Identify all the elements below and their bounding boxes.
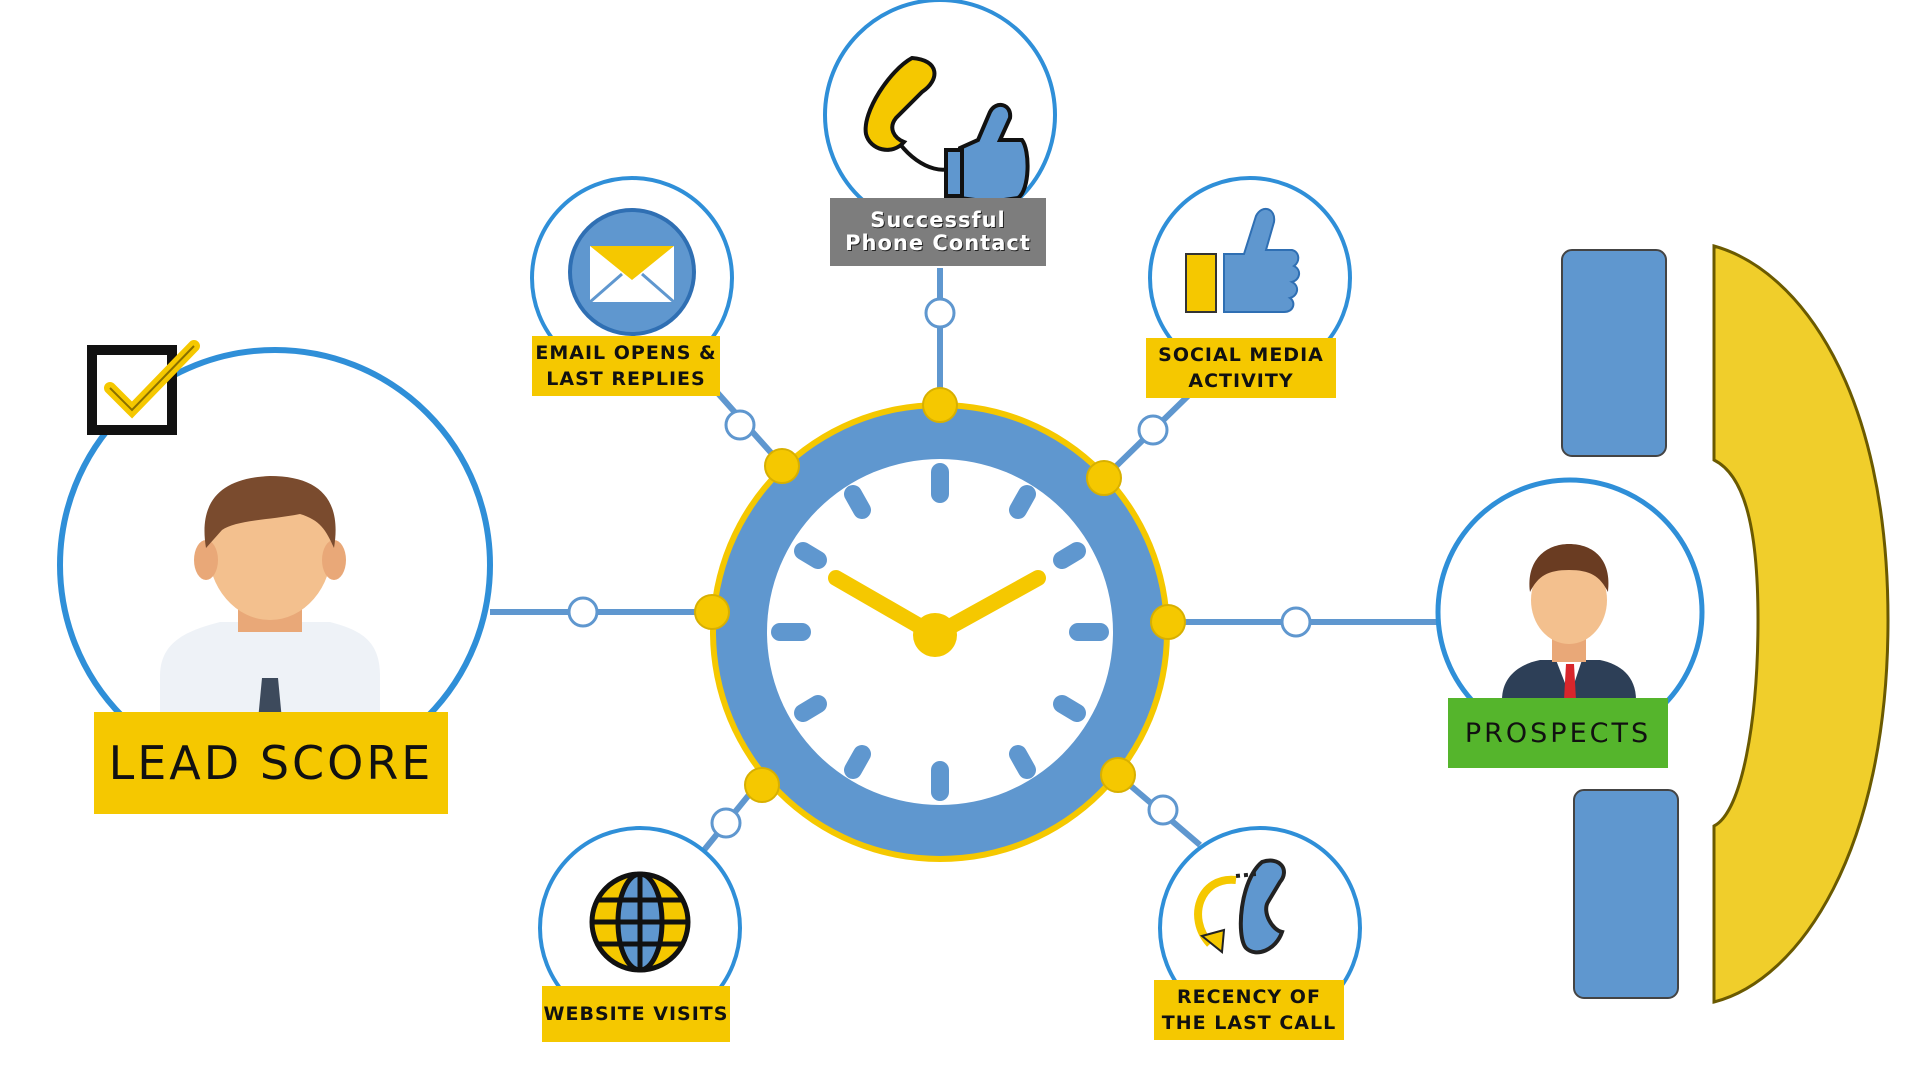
- phone-callback-icon: [1194, 858, 1286, 955]
- phone-thumbs-up-icon: [863, 55, 1030, 205]
- clock-ticks: [771, 463, 1109, 801]
- businessman-avatar-icon: [160, 476, 380, 720]
- clock-rim-dots: [694, 387, 1186, 803]
- prospects-label: PROSPECTS: [1448, 698, 1668, 768]
- connector-nodes: [567, 297, 1312, 839]
- website-label: WEBSITE VISITS: [542, 986, 730, 1042]
- telephone-handset-icon: [1561, 244, 1890, 1004]
- lead-score-label: LEAD SCORE: [94, 712, 448, 814]
- envelope-icon: [568, 208, 696, 336]
- recency-label: RECENCY OF THE LAST CALL: [1154, 980, 1344, 1040]
- globe-icon: [589, 871, 691, 973]
- email-label: EMAIL OPENS & LAST REPLIES: [532, 336, 720, 396]
- checkbox-checked-icon: [87, 340, 200, 435]
- thumbs-up-icon: [1185, 207, 1300, 313]
- phone-contact-label: Successful Phone Contact: [830, 198, 1046, 266]
- social-label: SOCIAL MEDIA ACTIVITY: [1146, 338, 1336, 398]
- clock-icon: [694, 387, 1186, 862]
